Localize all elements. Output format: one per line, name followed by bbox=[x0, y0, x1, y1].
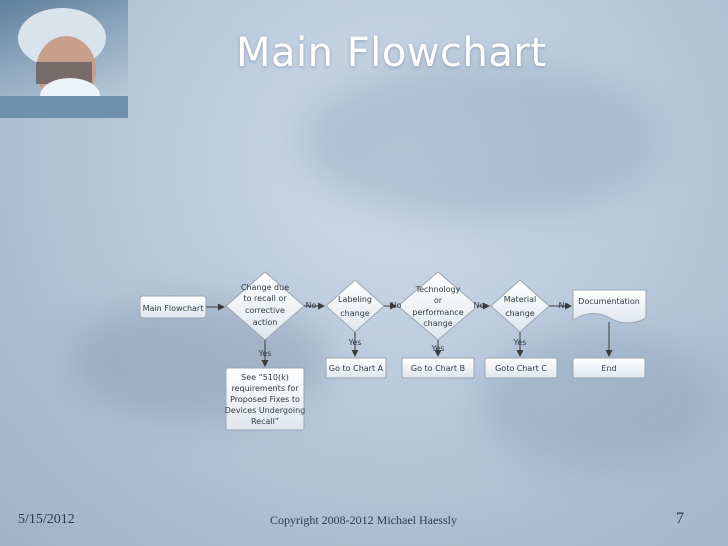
background-shape bbox=[300, 60, 660, 220]
outcome-box-label: Go to Chart A bbox=[329, 364, 384, 373]
outcome-box-label: Goto Chart C bbox=[495, 364, 547, 373]
recall-note-line: Recall” bbox=[251, 417, 279, 426]
recall-note-line: See “510(k) bbox=[241, 373, 289, 382]
decision-label-line: to recall or bbox=[243, 294, 287, 303]
decision-label-line: Labeling bbox=[338, 295, 372, 304]
yes-label: Yes bbox=[513, 338, 527, 347]
decision-diamond-material bbox=[490, 279, 550, 333]
decision-label-line: performance bbox=[412, 308, 463, 317]
decision-diamond-technology bbox=[397, 271, 479, 341]
decision-label-line: action bbox=[253, 318, 278, 327]
outcome-box-label: Go to Chart B bbox=[411, 364, 465, 373]
no-label: No bbox=[391, 301, 402, 310]
decision-label-line: change bbox=[340, 309, 370, 318]
no-label: No bbox=[559, 301, 570, 310]
yes-label: Yes bbox=[431, 344, 445, 353]
outcome-box-chart-c bbox=[484, 357, 558, 379]
documentation-shape bbox=[572, 289, 647, 324]
slide-title: Main Flowchart bbox=[236, 30, 547, 76]
decision-diamond-labeling bbox=[325, 279, 385, 333]
decision-label-line: or bbox=[434, 296, 443, 305]
decision-label-line: Technology bbox=[415, 285, 461, 294]
start-box-label: Main Flowchart bbox=[143, 304, 204, 313]
recall-note-line: requirements for bbox=[231, 384, 299, 393]
outcome-box-chart-b bbox=[401, 357, 475, 379]
decision-label-line: corrective bbox=[245, 306, 285, 315]
decision-label-line: Change due bbox=[241, 283, 289, 292]
yes-label: Yes bbox=[348, 338, 362, 347]
page-number: 7 bbox=[676, 510, 684, 527]
yes-label: Yes bbox=[258, 349, 272, 358]
end-box bbox=[572, 357, 646, 379]
footer-date: 5/15/2012 bbox=[18, 512, 75, 527]
decision-label-line: Material bbox=[504, 295, 537, 304]
recall-note-box bbox=[225, 367, 305, 431]
footer-copyright: Copyright 2008-2012 Michael Haessly bbox=[270, 513, 457, 527]
surgeon-photo bbox=[0, 0, 128, 118]
recall-note-line: Proposed Fixes to bbox=[230, 395, 300, 404]
no-label: No bbox=[474, 301, 485, 310]
decision-label-line: change bbox=[423, 319, 453, 328]
recall-note-line: Devices Undergoing bbox=[225, 406, 306, 415]
documentation-label: Documentation bbox=[578, 297, 640, 306]
no-label: No bbox=[306, 301, 317, 310]
outcome-box-chart-a bbox=[325, 357, 387, 379]
end-box-label: End bbox=[601, 364, 616, 373]
decision-label-line: change bbox=[505, 309, 535, 318]
